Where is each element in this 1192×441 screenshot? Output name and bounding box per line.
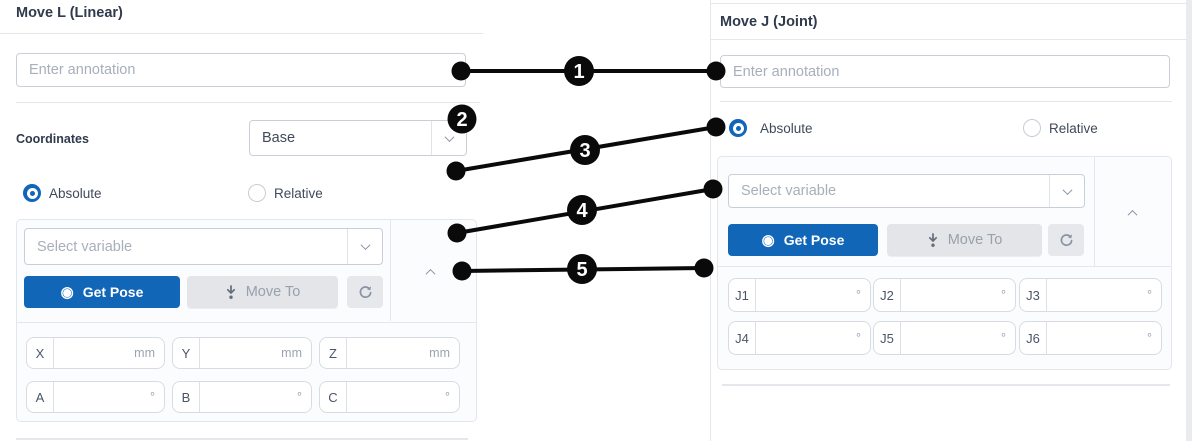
collapse-button[interactable] [1120,201,1144,225]
coordinates-label: Coordinates [16,132,89,146]
radio-relative[interactable]: Relative [248,184,323,202]
pose-z-input[interactable] [347,345,430,361]
chevron-up-icon [1127,209,1137,220]
radio-selected-icon [23,184,41,202]
divider [16,438,468,440]
radio-relative[interactable]: Relative [1023,119,1098,137]
pose-y-input[interactable] [200,345,282,361]
svg-text:3: 3 [579,140,590,162]
radio-absolute-label: Absolute [49,185,102,201]
pose-field-z: Z mm [319,337,460,369]
joint-field-j1: J1 ° [728,278,871,312]
joint-j5-input[interactable] [901,330,1001,346]
joint-j1-input[interactable] [756,287,856,303]
divider [17,322,476,323]
chevron-down-icon [1049,175,1084,207]
panel-border [710,3,1186,4]
radio-absolute[interactable]: Absolute [729,119,813,137]
move-to-button[interactable]: Move To [887,224,1042,256]
joint-j3-input[interactable] [1047,287,1147,303]
annotation-input[interactable] [16,53,466,87]
joint-j2-input[interactable] [901,287,1001,303]
target-icon: ◉ [761,231,775,249]
vertical-scrollbar[interactable] [1186,0,1192,441]
joint-field-j6: J6 ° [1019,321,1162,355]
svg-text:1: 1 [573,61,584,83]
variable-select[interactable]: Select variable [24,228,383,265]
coordinates-select-value: Base [262,130,296,146]
pose-c-input[interactable] [347,389,445,405]
refresh-icon [359,285,371,298]
pose-b-input[interactable] [200,389,297,405]
variable-select[interactable]: Select variable [728,174,1085,208]
move-to-button[interactable]: Move To [187,276,338,308]
collapse-button[interactable] [418,260,442,284]
joint-field-j5: J5 ° [873,321,1016,355]
refresh-icon [1060,233,1072,246]
callout-badge-3 [570,135,600,165]
svg-text:5: 5 [576,259,587,281]
move-to-arrow-icon [928,232,937,247]
chevron-down-icon [347,229,382,264]
radio-absolute[interactable]: Absolute [23,184,102,202]
joint-field-j3: J3 ° [1019,278,1162,312]
annotation-input[interactable] [720,55,1170,88]
radio-selected-icon [729,119,747,137]
panel-border [710,0,711,441]
divider [722,384,1170,386]
svg-text:4: 4 [576,200,588,222]
move-to-arrow-icon [226,284,235,299]
pose-field-x: X mm [26,337,165,369]
joint-field-j2: J2 ° [873,278,1016,312]
pose-a-input[interactable] [54,389,150,405]
pose-x-input[interactable] [54,345,135,361]
radio-absolute-label: Absolute [760,120,813,136]
callout-badge-5 [567,254,597,284]
move-j-panel: Move J (Joint) Absolute Relative Select … [710,0,1192,441]
pose-field-c: C ° [319,381,460,413]
move-l-panel: Move L (Linear) Coordinates Base Absolut… [0,0,483,441]
divider [1094,157,1095,266]
chevron-down-icon [431,121,466,155]
page-title: Move L (Linear) [16,5,123,21]
divider [720,101,1172,102]
refresh-button[interactable] [347,276,383,308]
divider [718,266,1171,267]
pose-field-b: B ° [172,381,312,413]
refresh-button[interactable] [1048,224,1084,256]
divider [16,102,480,103]
get-pose-button[interactable]: ◉ Get Pose [728,224,878,256]
variable-select-placeholder: Select variable [37,238,133,255]
radio-relative-label: Relative [1049,120,1098,136]
chevron-up-icon [425,268,435,279]
pose-field-y: Y mm [172,337,312,369]
callout-badge-1 [564,56,594,86]
divider [0,33,483,34]
pose-field-a: A ° [26,381,165,413]
divider [390,220,391,321]
divider [711,39,1186,40]
radio-unselected-icon [248,184,266,202]
radio-unselected-icon [1023,119,1041,137]
variable-select-placeholder: Select variable [741,183,837,199]
coordinates-select[interactable]: Base [249,120,467,156]
callout-badge-4 [567,195,597,225]
page-title: Move J (Joint) [720,14,818,30]
get-pose-button[interactable]: ◉ Get Pose [24,276,180,308]
joint-j6-input[interactable] [1047,330,1147,346]
target-icon: ◉ [60,283,74,301]
radio-relative-label: Relative [274,185,323,201]
joint-field-j4: J4 ° [728,321,871,355]
joint-j4-input[interactable] [756,330,856,346]
